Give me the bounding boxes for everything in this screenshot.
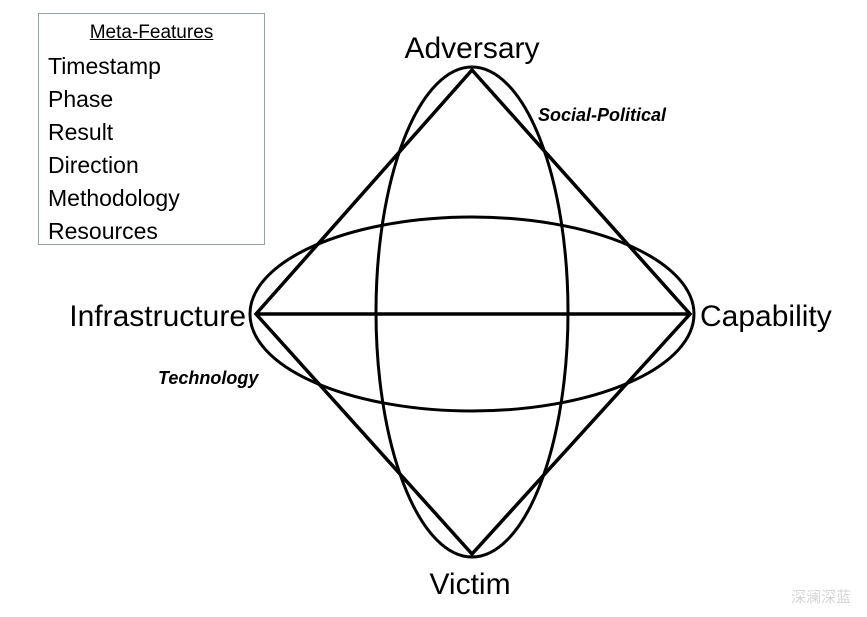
vertex-adversary: Adversary [404, 32, 539, 65]
meta-feature-item: Phase [48, 86, 114, 112]
technology-label: Technology [158, 368, 259, 388]
vertex-victim: Victim [429, 568, 510, 601]
vertex-infrastructure: Infrastructure [69, 300, 246, 333]
meta-features-box: Meta-Features Timestamp Phase Result Dir… [38, 13, 265, 245]
meta-features-title: Meta-Features [89, 22, 214, 43]
social-political-label: Social-Political [538, 105, 667, 125]
meta-feature-item: Methodology [48, 185, 180, 211]
meta-feature-item: Direction [48, 152, 139, 178]
diamond-outline [253, 67, 693, 557]
watermark-text: 深澜深蓝 [790, 588, 851, 606]
meta-feature-item: Resources [48, 218, 158, 244]
social-political-ellipse [374, 65, 570, 559]
vertex-capability: Capability [700, 300, 832, 333]
meta-features-list: Timestamp Phase Result Direction Methodo… [48, 50, 180, 248]
meta-feature-item: Timestamp [48, 53, 161, 79]
meta-feature-item: Result [48, 119, 114, 145]
technology-ellipse [248, 215, 696, 413]
